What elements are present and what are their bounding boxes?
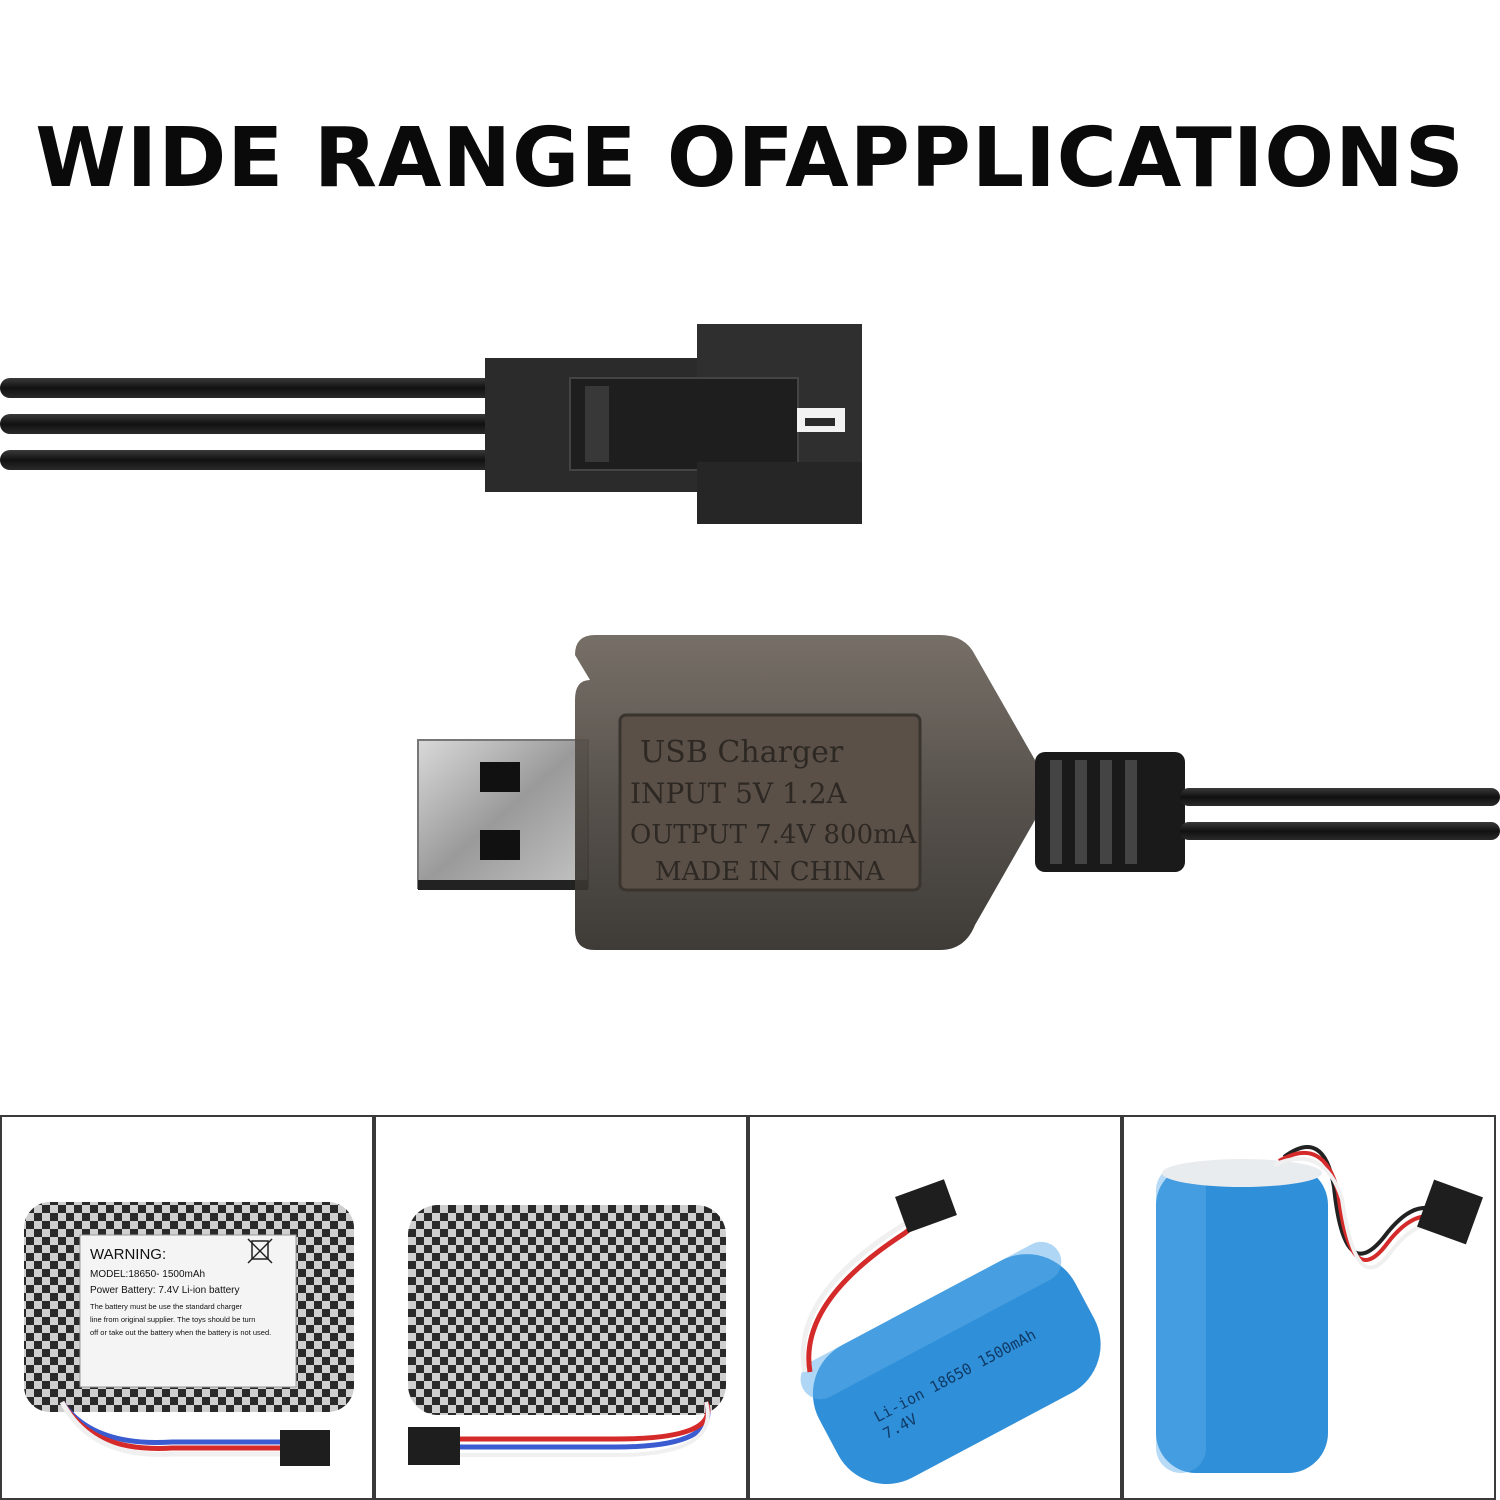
panel-battery-checkered: [374, 1115, 748, 1500]
sm-plug: [408, 1427, 460, 1465]
warning-note-1: The battery must be use the standard cha…: [90, 1302, 243, 1311]
battery-pack-plain: [408, 1205, 726, 1415]
recycle-bin-icon: [247, 1238, 273, 1264]
warning-title: WARNING:: [90, 1246, 166, 1263]
usb-charger-body: USB Charger INPUT 5V 1.2A OUTPUT 7.4V 80…: [575, 635, 1035, 950]
panel-battery-blue-upright: [1122, 1115, 1496, 1500]
sm-connector: [485, 324, 862, 524]
usb-label-line1: USB Charger: [640, 735, 844, 770]
usb-plug: [417, 739, 589, 890]
warning-label: [79, 1234, 297, 1388]
sm-plug: [280, 1430, 330, 1466]
panel-battery-warning: WARNING: MODEL:18650- 1500mAh Power Batt…: [0, 1115, 374, 1500]
application-panels: WARNING: MODEL:18650- 1500mAh Power Batt…: [0, 1115, 1500, 1500]
usb-label-line4: MADE IN CHINA: [655, 857, 885, 887]
headline: WIDE RANGE OFAPPLICATIONS: [35, 111, 1465, 206]
warning-model: MODEL:18650- 1500mAh: [90, 1269, 205, 1280]
hero-illustration: USB Charger INPUT 5V 1.2A OUTPUT 7.4V 80…: [0, 324, 1500, 950]
panel-battery-blue-flat: Li-ion 18650 1500mAh 7.4V: [748, 1115, 1122, 1500]
warning-note-3: off or take out the battery when the bat…: [90, 1328, 271, 1337]
sm-plug: [1417, 1179, 1483, 1245]
usb-label-line3: OUTPUT 7.4V 800mA: [630, 820, 918, 850]
sm-plug: [895, 1179, 957, 1233]
usb-strain-relief: [1035, 752, 1500, 872]
warning-note-2: line from original supplier. The toys sh…: [90, 1315, 255, 1324]
usb-label-line2: INPUT 5V 1.2A: [630, 777, 848, 810]
cable-wires: [0, 378, 500, 470]
battery-pack-blue: [812, 1254, 1101, 1484]
warning-power: Power Battery: 7.4V Li-ion battery: [90, 1285, 240, 1296]
battery-pack-blue-upright: [1156, 1165, 1328, 1473]
